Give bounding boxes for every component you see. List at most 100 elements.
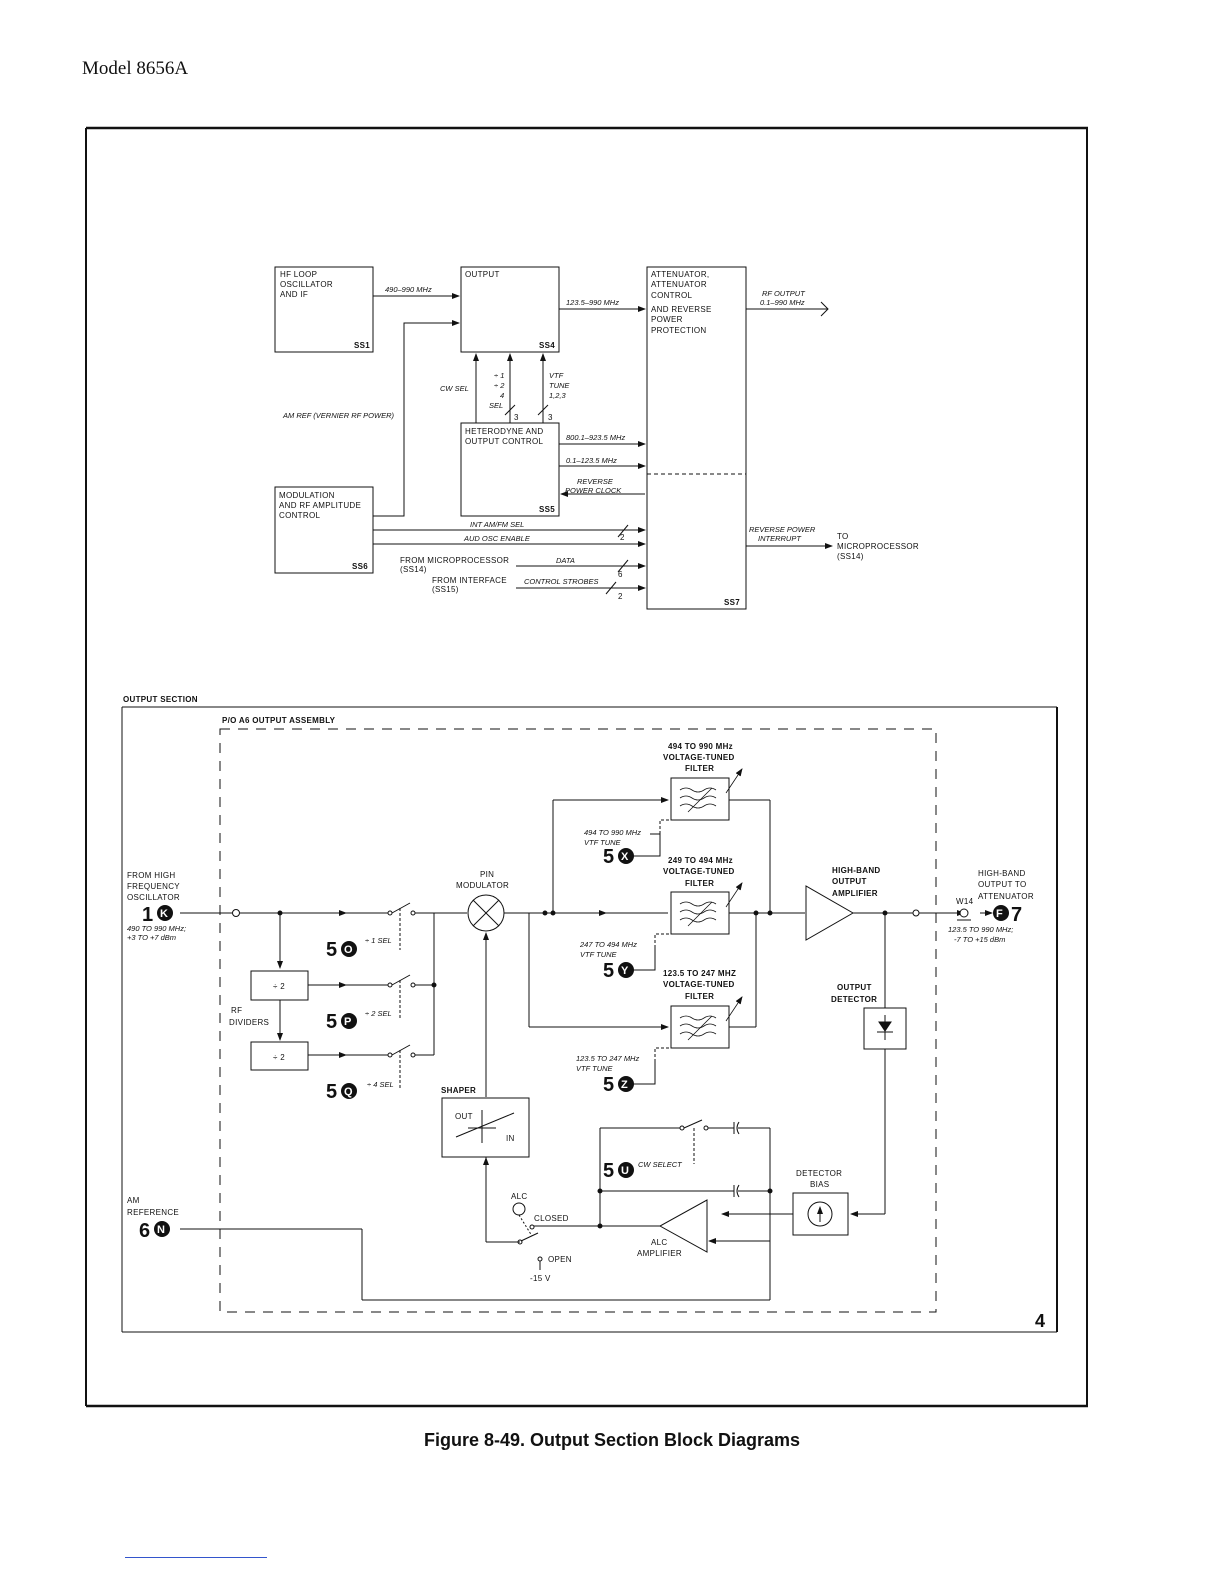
vtf3-title-1: 123.5 TO 247 MHZ: [663, 969, 736, 978]
det-bias-line2: BIAS: [810, 1180, 829, 1189]
block-ss1: [274, 266, 374, 353]
am-ref-line2: REFERENCE: [127, 1208, 179, 1217]
vtf2-conn-num: 5: [603, 960, 614, 982]
from-hf-line1: FROM HIGH: [127, 871, 175, 880]
from-hf-line2: FREQUENCY: [127, 882, 180, 891]
am-conn-num: 6: [139, 1220, 150, 1242]
bus-count-strobes: 2: [618, 592, 623, 601]
vtf1-conn-num: 5: [603, 846, 614, 868]
sel1-conn-num: 5: [326, 939, 337, 961]
alc-amp-line2: AMPLIFIER: [637, 1249, 682, 1258]
alc-label: ALC: [511, 1192, 527, 1201]
block-ss4: [460, 266, 560, 353]
power-clock-label: POWER CLOCK: [565, 486, 622, 495]
divider-1-label: ÷ 2: [273, 982, 285, 991]
output-section-frame: [121, 706, 1058, 1333]
sig-490-990: 490–990 MHz: [385, 285, 432, 294]
vtf1-title-3: FILTER: [685, 764, 714, 773]
bus-count-data: 6: [618, 570, 623, 579]
vtf2-title-3: FILTER: [685, 879, 714, 888]
bottom-diagram-titles: OUTPUT SECTION P/O A6 OUTPUT ASSEMBLY 4: [123, 695, 1045, 1331]
filter-symbols: [679, 768, 743, 1041]
div2-label: ÷ 2: [494, 381, 505, 390]
det-bias-line1: DETECTOR: [796, 1169, 842, 1178]
out-det-line2: DETECTOR: [831, 995, 877, 1004]
vtf3-conn-num: 5: [603, 1074, 614, 1096]
ss7-line-5: POWER: [651, 315, 683, 324]
cw-select-label: CW SELECT: [638, 1160, 683, 1169]
corner-number: 4: [1035, 1311, 1045, 1331]
cw-sel-label: CW SEL: [440, 384, 469, 393]
sig-800-923: 800.1–923.5 MHz: [566, 433, 625, 442]
ss4-id: SS4: [539, 341, 555, 350]
figure-caption: Figure 8-49. Output Section Block Diagra…: [423, 1430, 801, 1450]
from-micro-ss14: (SS14): [400, 565, 427, 574]
output-spec-power: -7 TO +15 dBm: [954, 935, 1005, 944]
ss1-id: SS1: [354, 341, 370, 350]
output-conn-letter: F: [996, 908, 1003, 920]
ss1-line-3: AND IF: [280, 290, 308, 299]
shaper-title: SHAPER: [441, 1086, 476, 1095]
reverse-label: REVERSE: [577, 477, 614, 486]
ss7-line-1: ATTENUATOR,: [651, 270, 709, 279]
int-am-fm-label: INT AM/FM SEL: [470, 520, 524, 529]
ss7-id: SS7: [724, 598, 740, 607]
sel1-label: ÷ 1 SEL: [365, 936, 392, 945]
reverse-power-label: REVERSE POWER: [749, 525, 816, 534]
cw-conn-letter: U: [621, 1165, 629, 1177]
output-spec-freq: 123.5 TO 990 MHz;: [948, 925, 1013, 934]
vtf1-title-1: 494 TO 990 MHz: [668, 742, 733, 751]
vtf3-conn-letter: Z: [621, 1079, 628, 1091]
sel4-conn-num: 5: [326, 1081, 337, 1103]
hb-amp-line2: OUTPUT: [832, 877, 867, 886]
connector-badges: 1 K 5 O 5 P 5 Q 5 X 5 Y 5 Z 5 U 6 N F 7: [139, 846, 1022, 1242]
ss5-line-1: HETERODYNE AND: [465, 427, 543, 436]
rf-output-label: RF OUTPUT: [762, 289, 806, 298]
tune-123-label: 1,2,3: [549, 391, 567, 400]
am-conn-letter: N: [157, 1224, 165, 1236]
vtf3-title-3: FILTER: [685, 992, 714, 1001]
rf-dividers-line2: DIVIDERS: [229, 1018, 269, 1027]
shaper-out: OUT: [455, 1112, 473, 1121]
vtf2-tune-2: VTF TUNE: [580, 950, 618, 959]
to-label: TO: [837, 532, 849, 541]
vtf1-tune-1: 494 TO 990 MHz: [584, 828, 641, 837]
output-section-title: OUTPUT SECTION: [123, 695, 198, 704]
hb-amp-line3: AMPLIFIER: [832, 889, 878, 898]
sel2-conn-num: 5: [326, 1011, 337, 1033]
input-spec-freq: 490 TO 990 MHz;: [127, 924, 186, 933]
ss1-line-2: OSCILLATOR: [280, 280, 333, 289]
am-ref-label: AM REF (VERNIER RF POWER): [282, 411, 394, 420]
modulator-label: MODULATOR: [456, 881, 509, 890]
from-micro-label: FROM MICROPROCESSOR: [400, 556, 509, 565]
output-conn-num: 7: [1011, 904, 1022, 926]
from-interface-ss15: (SS15): [432, 585, 459, 594]
bus-count-vtf: 3: [548, 413, 553, 422]
ss5-line-2: OUTPUT CONTROL: [465, 437, 544, 446]
sel-label: SEL: [489, 401, 503, 410]
vtf1-title-2: VOLTAGE-TUNED: [663, 753, 735, 762]
open-label: OPEN: [548, 1255, 572, 1264]
assembly-title: P/O A6 OUTPUT ASSEMBLY: [222, 716, 336, 725]
ss4-line-1: OUTPUT: [465, 270, 500, 279]
bus-count-div: 3: [514, 413, 519, 422]
output-label-3: ATTENUATOR: [978, 892, 1034, 901]
ss6-line-1: MODULATION: [279, 491, 335, 500]
page-header: Model 8656A: [82, 58, 189, 79]
data-label: DATA: [556, 556, 575, 565]
tune-label: TUNE: [549, 381, 570, 390]
vtf-label: VTF: [549, 371, 564, 380]
div4-label: 4: [500, 391, 504, 400]
footer-rule: [125, 1557, 267, 1558]
output-label-1: HIGH-BAND: [978, 869, 1026, 878]
minus15-label: -15 V: [530, 1274, 551, 1283]
vtf2-title-1: 249 TO 494 MHz: [668, 856, 733, 865]
ss7-line-2: ATTENUATOR: [651, 280, 707, 289]
filter-icon: [679, 901, 717, 927]
sel4-label: ÷ 4 SEL: [367, 1080, 394, 1089]
output-label-2: OUTPUT TO: [978, 880, 1027, 889]
alc-amp-line1: ALC: [651, 1238, 667, 1247]
filter-icon: [679, 787, 717, 813]
divider-2-label: ÷ 2: [273, 1053, 285, 1062]
